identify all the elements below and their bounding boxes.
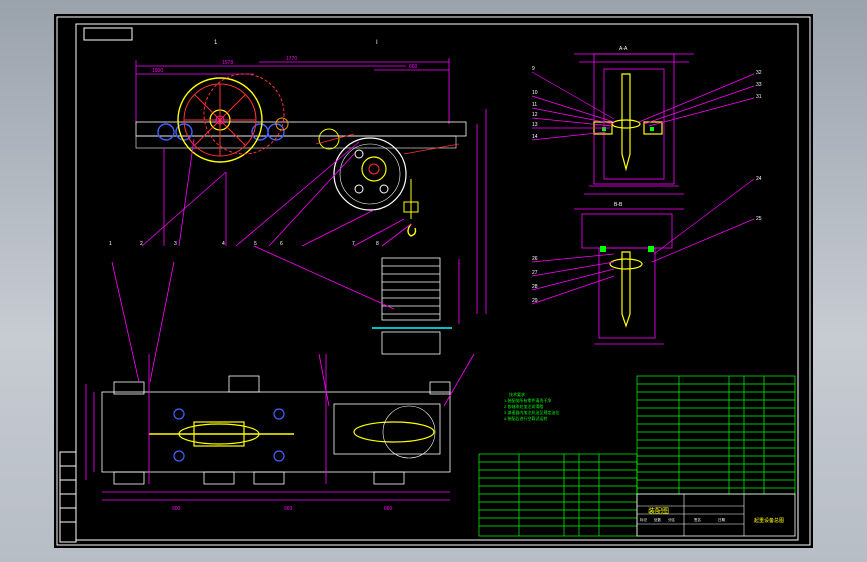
parts-list-left: [478, 453, 638, 537]
aa-num-12: 12: [532, 112, 538, 118]
title-main: 装配图: [648, 506, 669, 515]
aa-num-31: 31: [756, 94, 762, 100]
leader-3: 3: [174, 241, 177, 247]
tech-requirements: 技术要求 1.装配前所有零件清洗干净 2.各轴承处加注润滑脂 3.减速器内加注机…: [504, 391, 559, 421]
svg-text:3.减速器内加注机油至规定油位: 3.减速器内加注机油至规定油位: [504, 409, 559, 415]
sheet-outer-border: [56, 16, 811, 546]
left-revision-strip: [59, 451, 77, 543]
aa-num-11: 11: [532, 102, 537, 108]
aa-num-32: 32: [756, 70, 762, 76]
svg-text:处数: 处数: [654, 517, 662, 522]
svg-text:1.装配前所有零件清洗干净: 1.装配前所有零件清洗干净: [504, 397, 551, 403]
leader-2: 2: [140, 241, 143, 247]
cad-viewport[interactable]: 1900 1770 860 1578 1 I: [54, 14, 813, 548]
section-aa: 9 10 11 12 13 14 32 33 31 A-A: [531, 46, 762, 195]
aa-num-14: 14: [532, 134, 538, 140]
elevation-view: 1900 1770 860 1578 1 I: [109, 40, 487, 355]
leader-1: 1: [109, 241, 112, 247]
dim-660: 660: [384, 506, 393, 512]
section-aa-label: A-A: [619, 46, 628, 52]
dim-960: 960: [284, 506, 293, 512]
svg-text:标记: 标记: [640, 517, 648, 522]
svg-text:技术要求: 技术要求: [509, 391, 525, 397]
dim-860: 860: [409, 64, 418, 70]
svg-text:分区: 分区: [668, 517, 676, 522]
plan-view: 900 960 660: [85, 261, 475, 512]
aa-num-13: 13: [532, 122, 538, 128]
aa-num-9: 9: [532, 66, 535, 72]
drawing-frame: [75, 23, 799, 541]
view-label-1: 1: [214, 40, 218, 46]
title-block: 装配图 起重设备总图 标记 处数 分区 签名 日期: [636, 493, 796, 537]
dim-900: 900: [172, 506, 181, 512]
bb-num-25: 25: [756, 216, 762, 222]
bb-num-26: 26: [532, 256, 538, 262]
leader-8: 8: [376, 241, 379, 247]
aa-num-10: 10: [532, 90, 538, 96]
dim-1770: 1770: [286, 56, 297, 62]
dim-1578: 1578: [222, 60, 233, 66]
aa-num-33: 33: [756, 82, 762, 88]
leader-7: 7: [352, 241, 355, 247]
leader-5: 5: [254, 241, 257, 247]
bb-num-29: 29: [532, 298, 538, 304]
drawing-canvas: 1900 1770 860 1578 1 I: [56, 16, 811, 546]
dim-1900: 1900: [152, 68, 163, 74]
svg-text:4.装配后进行空载试运转: 4.装配后进行空载试运转: [504, 415, 547, 421]
title-subtitle: 起重设备总图: [754, 517, 784, 524]
svg-text:日期: 日期: [718, 517, 726, 522]
section-bb: 24 25 26 27 28 29 B-B: [531, 176, 762, 345]
parts-list-right: [636, 375, 796, 495]
bb-num-27: 27: [532, 270, 538, 276]
leader-4: 4: [222, 241, 225, 247]
view-label-I: I: [376, 40, 378, 46]
code-box: [83, 27, 133, 41]
svg-text:签名: 签名: [694, 517, 701, 522]
section-bb-label: B-B: [614, 202, 623, 208]
leader-6: 6: [280, 241, 283, 247]
bb-num-28: 28: [532, 284, 538, 290]
bb-num-24: 24: [756, 176, 762, 182]
svg-text:2.各轴承处加注润滑脂: 2.各轴承处加注润滑脂: [504, 403, 543, 409]
